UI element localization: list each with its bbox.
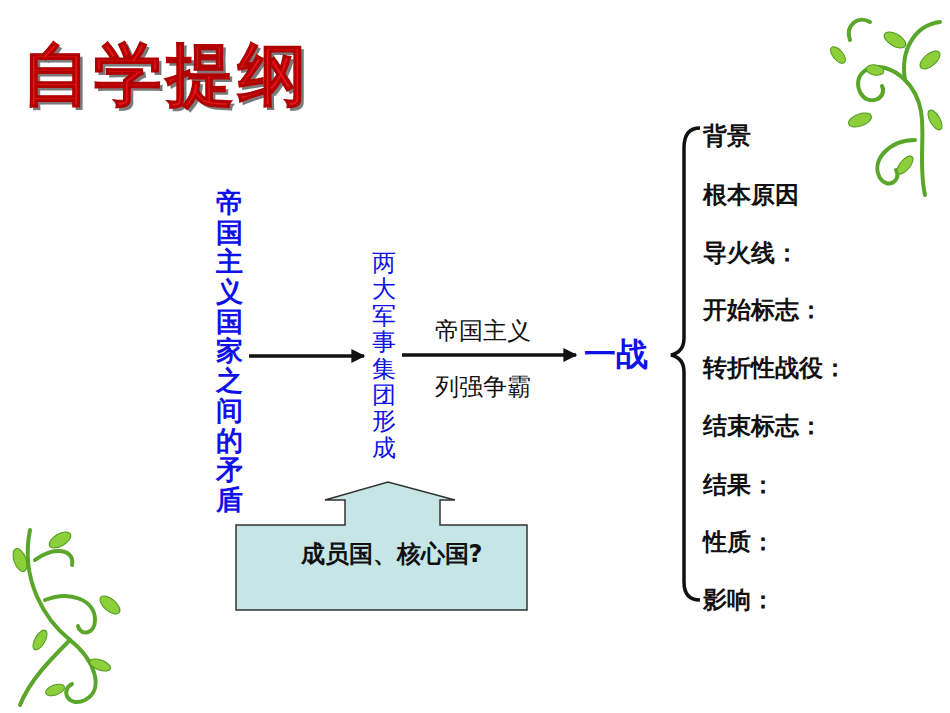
vine-ornament xyxy=(20,530,96,705)
node-text: 一战 xyxy=(584,337,648,372)
topic-node: 一战 xyxy=(584,337,648,372)
outline-item: 导火线： xyxy=(703,239,799,268)
outline-item: 结束标志： xyxy=(703,412,823,441)
outline-item: 影响： xyxy=(703,586,775,615)
arrow-connector xyxy=(249,354,364,358)
outline-item: 开始标志： xyxy=(703,296,823,325)
vertical-text: 帝国主义国家之间的矛盾 xyxy=(216,188,243,515)
outline-item: 转折性战役： xyxy=(703,354,847,383)
arrow-connector xyxy=(402,353,576,357)
vine-ornament xyxy=(849,20,940,195)
vine-leaves xyxy=(10,529,123,698)
node-text: 成员国、核心国? xyxy=(235,480,548,570)
node-text: 两大军事集团形成 xyxy=(372,250,396,461)
callout-arrow-box: 成员国、核心国? xyxy=(235,480,548,611)
vine-leaves xyxy=(828,29,945,177)
node-text: 帝国主义国家之间的矛盾 xyxy=(216,188,243,515)
curly-brace xyxy=(671,128,700,600)
outline-item: 性质： xyxy=(703,528,775,557)
edge-label: 帝国主义 列强争霸 xyxy=(430,303,536,415)
vertical-text: 两大军事集团形成 xyxy=(372,250,396,461)
outline-item: 根本原因 xyxy=(703,181,799,210)
outline-item: 背景 xyxy=(703,122,751,151)
slide-title: 自学提纲 xyxy=(22,30,310,121)
outline-item: 结果： xyxy=(703,471,775,500)
